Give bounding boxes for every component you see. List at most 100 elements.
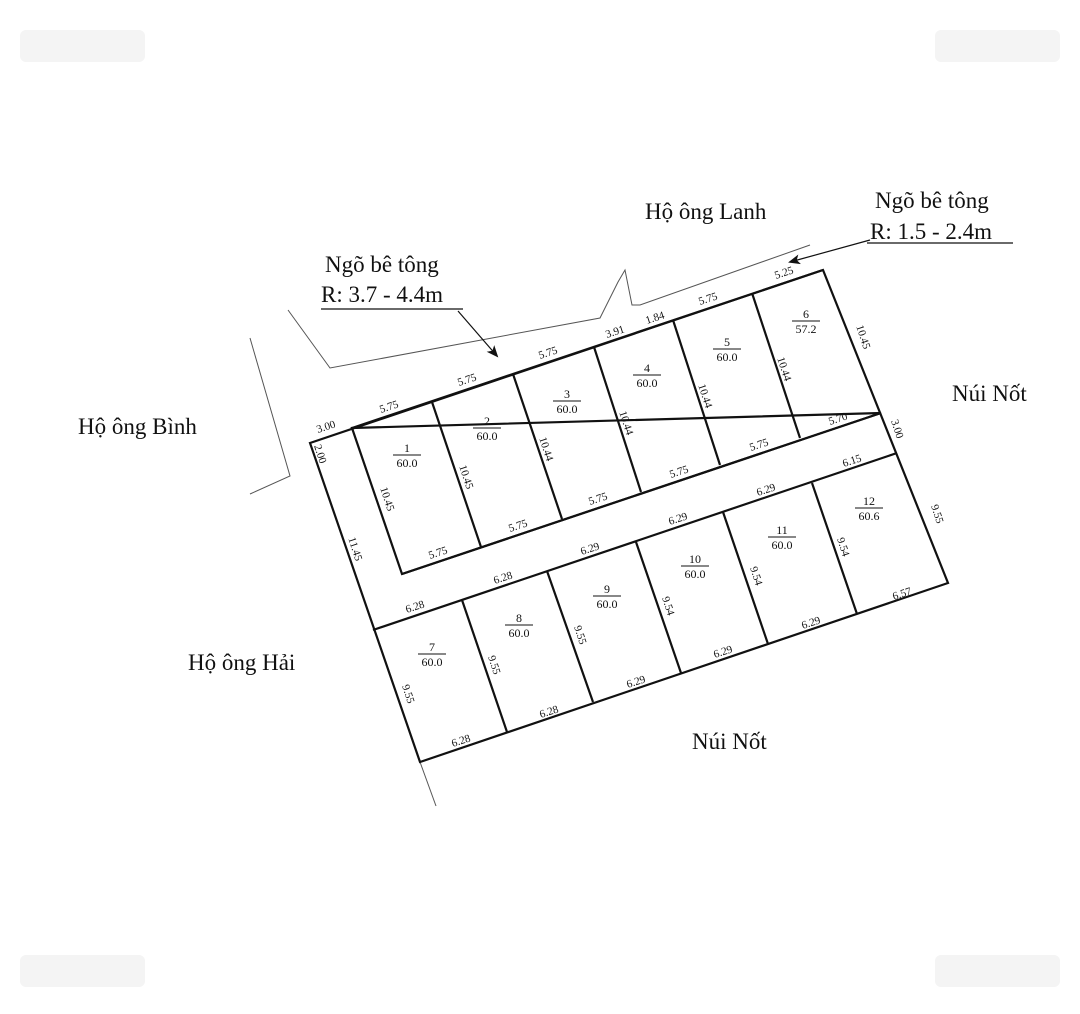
dimension-labels: 3.00 2.00 5.75 5.75 5.75 3.91 1.84 5.75 …: [311, 264, 946, 750]
lot-label-3: 360.0: [553, 387, 581, 416]
watermark-smudge-top-right: [935, 30, 1060, 62]
lot-number: 11: [776, 523, 788, 537]
lot-area: 60.0: [685, 567, 706, 581]
label-nui-not-right: Núi Nốt: [952, 381, 1027, 406]
lot-label-1: 160.0: [393, 441, 421, 470]
label-ho-ong-binh: Hộ ông Bình: [78, 414, 197, 439]
lot-label-7: 760.0: [418, 640, 446, 669]
lot-area: 60.0: [477, 429, 498, 443]
neighbour-boundary-binh: [249, 337, 291, 495]
dim-label: 6.28: [538, 703, 560, 721]
dim-label: 1.84: [644, 309, 666, 327]
dim-label: 6.29: [625, 673, 647, 691]
lot-divider-7-8: [460, 599, 509, 733]
dim-label: 9.55: [571, 624, 589, 646]
lot-area: 60.0: [422, 655, 443, 669]
lot-area: 60.6: [859, 509, 880, 523]
dim-label: 5.75: [748, 436, 770, 454]
dim-label: 10.45: [456, 463, 475, 491]
lot-area: 60.0: [637, 376, 658, 390]
lot-number: 12: [863, 494, 875, 508]
label-road-left-width: R: 3.7 - 4.4m: [321, 282, 443, 307]
lot-label-8: 860.0: [505, 611, 533, 640]
lot-label-9: 960.0: [593, 582, 621, 611]
lot-labels: 160.0260.0360.0460.0560.0657.2760.0860.0…: [393, 307, 883, 669]
lot-label-2: 260.0: [473, 414, 501, 443]
dim-label: 11.45: [345, 536, 364, 563]
dim-label: 3.00: [888, 418, 906, 440]
lot-number: 8: [516, 611, 522, 625]
watermark-smudge-top-left: [20, 30, 145, 62]
watermark-smudge-bottom-right: [935, 955, 1060, 987]
lot-number: 4: [644, 361, 650, 375]
dim-label: 5.75: [587, 490, 609, 508]
dim-label: 5.75: [378, 398, 400, 416]
dim-label: 5.70: [827, 410, 849, 428]
label-ho-ong-lanh: Hộ ông Lanh: [645, 199, 767, 224]
lot-area: 60.0: [509, 626, 530, 640]
lot-block-north-top: [351, 268, 824, 430]
lot-divider-2-3: [511, 373, 564, 520]
lot-number: 9: [604, 582, 610, 596]
lot-number: 1: [404, 441, 410, 455]
lot-area: 60.0: [397, 456, 418, 470]
lot-divider-1-2: [430, 401, 483, 548]
dim-label: 6.28: [404, 598, 426, 616]
lot-area: 60.0: [772, 538, 793, 552]
label-ho-ong-hai: Hộ ông Hải: [188, 650, 295, 675]
dim-label: 6.28: [492, 569, 514, 587]
dim-label: 10.45: [853, 323, 872, 351]
dim-label: 5.75: [668, 463, 690, 481]
lot-number: 2: [484, 414, 490, 428]
dim-label: 6.29: [755, 481, 777, 499]
watermark-smudge-bottom-left: [20, 955, 145, 987]
dim-label: 3.00: [315, 418, 337, 436]
label-road-right-name: Ngõ bê tông: [875, 188, 989, 213]
lot-divider-11-12: [810, 482, 859, 615]
lot-divider-10-11: [721, 511, 770, 645]
lot-label-4: 460.0: [633, 361, 661, 390]
dim-label: 2.00: [311, 443, 329, 465]
lane-edge-left: [287, 244, 811, 369]
dim-label: 6.29: [667, 510, 689, 528]
lot-divider-8-9: [545, 570, 595, 703]
dim-label: 5.75: [537, 344, 559, 362]
road-lower-edge: [372, 451, 898, 632]
dim-label: 6.28: [450, 732, 472, 750]
lot-area: 60.0: [717, 350, 738, 364]
label-road-right-width: R: 1.5 - 2.4m: [870, 219, 992, 244]
dim-label: 6.29: [579, 540, 601, 558]
lot-divider-3-4: [592, 346, 643, 493]
dim-label: 9.54: [659, 595, 677, 617]
label-road-left-name: Ngõ bê tông: [325, 252, 439, 277]
lot-number: 6: [803, 307, 809, 321]
dim-label: 6.57: [891, 585, 913, 603]
dim-label: 5.75: [456, 371, 478, 389]
road-arrow-right: [788, 239, 871, 265]
neighbour-boundary-hai: [419, 761, 437, 807]
lot-label-6: 657.2: [792, 307, 820, 336]
lot-number: 7: [429, 640, 435, 654]
lot-area: 60.0: [557, 402, 578, 416]
lot-area: 60.0: [597, 597, 618, 611]
lot-number: 10: [689, 552, 701, 566]
lot-area: 57.2: [796, 322, 817, 336]
label-nui-not-bottom: Núi Nốt: [692, 729, 767, 754]
dim-label: 9.54: [834, 536, 852, 558]
lot-label-5: 560.0: [713, 335, 741, 364]
lot-number: 5: [724, 335, 730, 349]
road-arrow-left: [457, 310, 499, 358]
dim-label: 9.55: [399, 683, 417, 705]
dim-label: 3.91: [604, 323, 626, 340]
dim-label: 9.55: [928, 503, 946, 525]
lot-number: 3: [564, 387, 570, 401]
dim-label: 9.55: [485, 654, 503, 676]
dim-label: 6.15: [841, 452, 863, 470]
dim-label: 9.54: [747, 565, 765, 587]
dim-label: 6.29: [800, 614, 822, 632]
lot-divider-4-5: [671, 319, 722, 466]
dim-label: 6.29: [712, 643, 734, 661]
lot-block-north-bottom: [401, 411, 882, 576]
